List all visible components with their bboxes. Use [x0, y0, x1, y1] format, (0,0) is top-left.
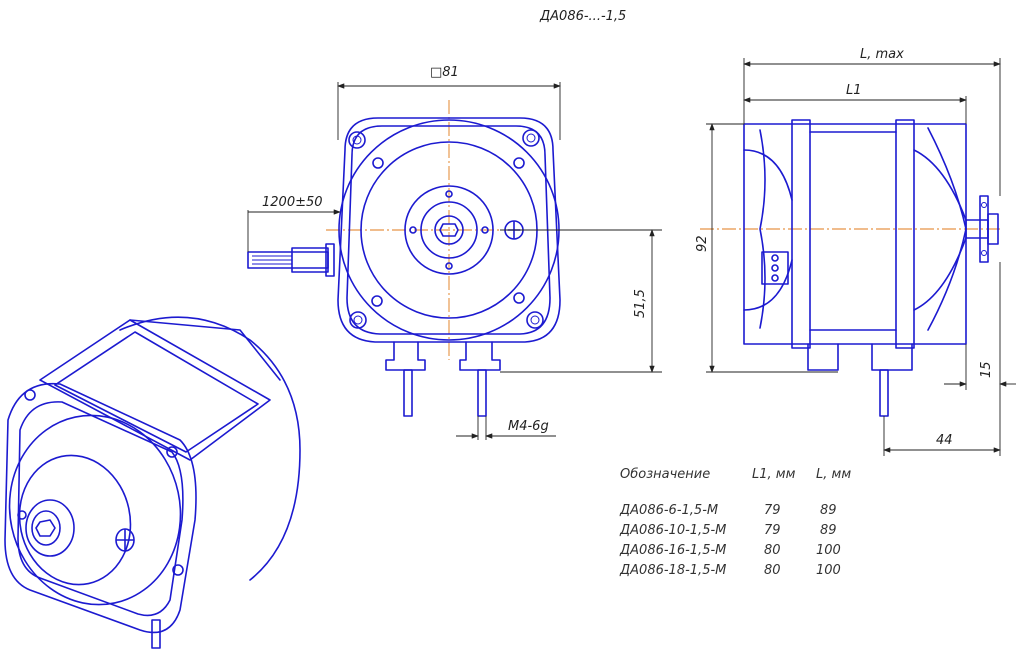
front-dimensions: □81 1200±50 51,5 M4-6g: [247, 65, 662, 440]
table-header-designation: Обозначение: [620, 467, 710, 482]
drawing-title: ДА086-...-1,5: [539, 9, 626, 24]
table-cell: 79: [764, 503, 781, 518]
dim-15: 15: [979, 361, 994, 378]
isometric-view: [4, 316, 301, 649]
table-cell: ДА086-18-1,5-М: [619, 563, 726, 578]
table-cell: 79: [764, 523, 781, 538]
side-dimensions: L, max L1 92 15 44: [695, 47, 1016, 456]
dim-height-shaft: 51,5: [633, 289, 648, 318]
table-cell: 100: [816, 563, 841, 578]
table-cell: 100: [816, 543, 841, 558]
front-view: [247, 100, 572, 417]
dim-thread: M4-6g: [508, 419, 549, 434]
table-cell: ДА086-10-1,5-М: [619, 523, 726, 538]
table-cell: 80: [764, 543, 781, 558]
dim-height-92: 92: [695, 235, 710, 252]
table-header-l1: L1, мм: [752, 467, 796, 482]
table-cell: 89: [820, 503, 837, 518]
table-cell: 80: [764, 563, 781, 578]
table-cell: ДА086-16-1,5-М: [619, 543, 726, 558]
table-header-l: L, мм: [816, 467, 851, 482]
dim-cable: 1200±50: [262, 195, 323, 210]
dim-length-max: L, max: [860, 47, 904, 62]
dim-square: □81: [430, 65, 459, 80]
table-cell: 89: [820, 523, 837, 538]
dim-length-l1: L1: [846, 83, 862, 98]
spec-table: Обозначение L1, мм L, мм ДА086-6-1,5-М 7…: [619, 467, 851, 578]
table-cell: ДА086-6-1,5-М: [619, 503, 718, 518]
iso-ground-icon: [115, 528, 135, 552]
dim-44: 44: [936, 433, 953, 448]
